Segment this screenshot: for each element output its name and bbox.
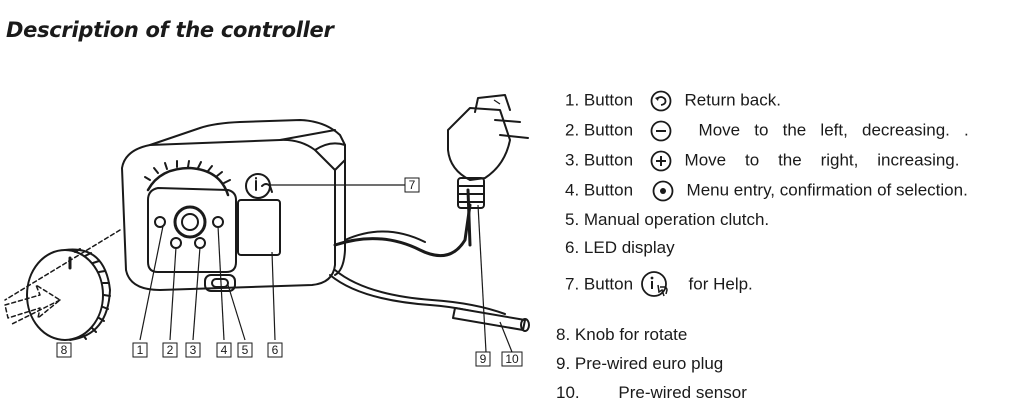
leader-lines <box>139 99 513 353</box>
sensor-probe <box>452 307 530 332</box>
callout-3: 3 <box>185 342 201 358</box>
callout-8: 8 <box>56 342 72 358</box>
callout-4: 4 <box>216 342 232 358</box>
svg-text:1: 1 <box>137 343 144 357</box>
svg-text:4: 4 <box>221 343 228 357</box>
callout-5: 5 <box>237 342 253 358</box>
svg-text:7: 7 <box>409 178 416 192</box>
callout-10: 10 <box>501 351 523 367</box>
front-panel <box>147 173 281 292</box>
svg-text:8: 8 <box>61 343 68 357</box>
euro-plug <box>447 94 529 209</box>
svg-text:6: 6 <box>272 343 279 357</box>
callout-7: 7 <box>404 177 420 193</box>
svg-text:3: 3 <box>190 343 197 357</box>
callout-9: 9 <box>475 351 491 367</box>
removal-arrows <box>4 229 121 326</box>
knob-gear-ring <box>144 160 231 197</box>
callout-2: 2 <box>162 342 178 358</box>
svg-text:2: 2 <box>167 343 174 357</box>
led-display <box>237 199 281 256</box>
callout-1: 1 <box>132 342 148 358</box>
page-title: Description of the controller <box>6 18 334 42</box>
svg-text:5: 5 <box>242 343 249 357</box>
svg-text:10: 10 <box>505 352 519 366</box>
rotary-knob <box>26 248 111 341</box>
callout-6: 6 <box>267 342 283 358</box>
svg-text:9: 9 <box>480 352 487 366</box>
